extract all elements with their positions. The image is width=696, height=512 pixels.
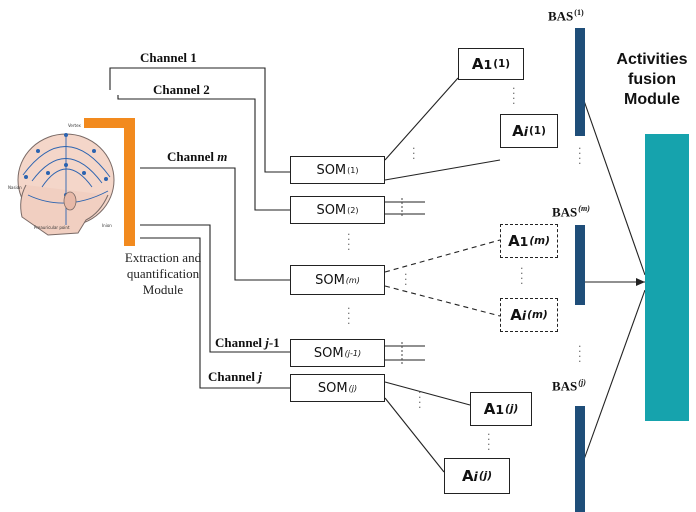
extraction-module-bar xyxy=(124,118,135,246)
somj-to-ai xyxy=(384,397,445,473)
bas-label-1: BAS(1) xyxy=(548,8,584,24)
activity-ellipsis-j2: ···· xyxy=(418,386,422,414)
head-label-preauricular: Preauricular point xyxy=(34,225,70,230)
head-label-nasion: Nasion xyxy=(8,185,22,190)
channel-2-line xyxy=(117,95,290,211)
channel-1-label: Channel 1 xyxy=(140,50,197,65)
activity-ellipsis-j: ···· xyxy=(487,428,491,456)
head-label-inion: Inion xyxy=(102,223,112,228)
channel-j-line xyxy=(140,237,290,389)
head-icon: Vertex Nasion Inion Preauricular point xyxy=(8,123,118,243)
bas-bar-j xyxy=(575,406,585,512)
channel-j1-label: Channel j-1 xyxy=(215,335,280,350)
somm-to-a1 xyxy=(384,239,501,273)
som-box-j1: SOM(j-1) xyxy=(290,339,385,367)
basj-to-fusion xyxy=(581,289,646,466)
fusion-module-title: Activities fusion Module xyxy=(616,51,688,108)
head-label-vertex: Vertex xyxy=(68,123,81,128)
som1-to-a1 xyxy=(384,77,459,161)
channel-j-label: Channel j xyxy=(208,369,262,384)
som-box-j: SOM(j) xyxy=(290,374,385,402)
som-ellipsis-upper: ···· xyxy=(347,228,351,256)
bas1-to-fusion xyxy=(581,94,646,276)
som-ellipsis-lower: ···· xyxy=(347,302,351,330)
channel-1-line xyxy=(109,67,290,173)
bas-label-m: BAS(m) xyxy=(552,204,590,220)
fusion-module-bar xyxy=(645,134,689,421)
som-box-1: SOM(1) xyxy=(290,156,385,184)
activity-ellipsis-1b: ··· xyxy=(412,142,416,165)
channel-2-label: Channel 2 xyxy=(153,82,210,97)
channel-m-label: Channel m xyxy=(167,149,228,164)
somj-to-a1 xyxy=(384,381,471,406)
extraction-module-label: Extraction and quantification Module xyxy=(124,250,202,297)
channel-m-line xyxy=(140,167,290,281)
somm-to-ai xyxy=(384,285,501,317)
som-box-2: SOM(2) xyxy=(290,196,385,224)
extraction-module-bar-top xyxy=(84,118,134,128)
bas-ellipsis-2: ···· xyxy=(578,340,582,368)
activity-ellipsis-m: ···· xyxy=(520,262,524,290)
bas-bar-m xyxy=(575,225,585,305)
som2-outputs xyxy=(385,201,425,215)
som-box-m: SOM(m) xyxy=(290,265,385,295)
somj1-outputs xyxy=(385,345,425,361)
channel-j1-line xyxy=(140,224,290,353)
bas-label-j: BAS(j) xyxy=(552,378,586,394)
activity-ellipsis-m2: ··· xyxy=(404,268,408,291)
activity-ellipsis-1: ···· xyxy=(512,82,516,110)
som1-to-ai xyxy=(384,159,501,181)
bas-ellipsis-1: ···· xyxy=(578,142,582,170)
bas-bar-1 xyxy=(575,28,585,136)
